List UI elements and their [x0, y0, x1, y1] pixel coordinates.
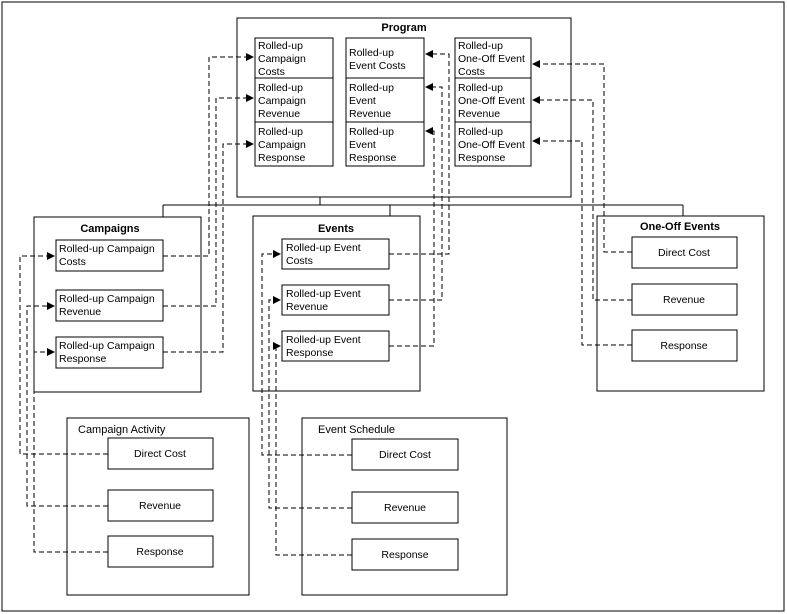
arrow-schedule-response: [273, 342, 352, 556]
program-cell-label: Response: [458, 152, 505, 164]
events-item-label: Response: [286, 347, 333, 359]
arrow-activity-revenue: [26, 302, 108, 507]
campaigns-item-costs: Rolled-up Campaign Costs: [55, 239, 164, 272]
program-cell-label: Revenue: [349, 108, 391, 120]
program-cell-label: Rolled-up: [258, 82, 303, 94]
arrow-campaign-revenue: [163, 94, 254, 307]
events-item-revenue: Rolled-up Event Revenue: [281, 284, 390, 316]
program-cell-label: Rolled-up: [458, 82, 503, 94]
arrow-activity-response: [33, 348, 108, 553]
campaign-activity-item-label: Revenue: [139, 500, 181, 512]
campaign-activity-item-label: Response: [136, 546, 183, 558]
program-cell-label: Campaign: [258, 95, 306, 107]
campaigns-item-response: Rolled-up Campaign Response: [55, 336, 164, 369]
program-cell-oneoff-costs: Rolled-up One-Off Event Costs: [454, 37, 532, 79]
events-item-label: Costs: [286, 255, 313, 267]
arrow-oneoff-costs: [532, 60, 632, 253]
arrow-oneoff-response: [532, 137, 632, 346]
campaigns-item-label: Rolled-up Campaign: [59, 340, 155, 352]
program-cell-label: Rolled-up: [349, 47, 394, 59]
event-schedule-item-label: Revenue: [384, 502, 426, 514]
arrow-campaign-costs: [163, 53, 254, 257]
program-cell-label: Revenue: [258, 108, 300, 120]
program-cell-label: Revenue: [458, 108, 500, 120]
events-item-response: Rolled-up Event Response: [281, 330, 390, 362]
program-cell-label: One-Off Event: [458, 139, 525, 151]
program-cell-label: Rolled-up: [258, 40, 303, 52]
program-cell-label: Costs: [258, 66, 285, 78]
oneoff-item-revenue: Revenue: [631, 283, 738, 316]
program-cell-campaign-costs: Rolled-up Campaign Costs: [254, 37, 334, 79]
events-item-label: Revenue: [286, 301, 328, 313]
campaigns-title: Campaigns: [80, 223, 139, 235]
campaigns-item-revenue: Rolled-up Campaign Revenue: [55, 289, 164, 322]
campaign-activity-title: Campaign Activity: [78, 424, 166, 436]
oneoff-item-label: Response: [660, 340, 707, 352]
oneoff-item-direct-cost: Direct Cost: [631, 236, 738, 269]
hierarchy-connectors: [162, 197, 684, 217]
oneoff-item-label: Revenue: [663, 294, 705, 306]
arrow-event-response: [389, 127, 435, 347]
program-cell-label: Rolled-up: [458, 126, 503, 138]
program-cell-campaign-revenue: Rolled-up Campaign Revenue: [254, 77, 334, 123]
oneoff-item-response: Response: [631, 329, 738, 362]
program-cell-label: Event: [349, 95, 376, 107]
events-item-costs: Rolled-up Event Costs: [281, 238, 390, 270]
arrow-event-revenue: [389, 83, 443, 301]
campaign-activity-item-revenue: Revenue: [107, 489, 214, 522]
program-cell-label: Response: [258, 152, 305, 164]
program-cell-oneoff-revenue: Rolled-up One-Off Event Revenue: [454, 77, 532, 123]
events-item-label: Rolled-up Event: [286, 288, 361, 300]
oneoff-title: One-Off Events: [640, 221, 720, 233]
program-cell-campaign-response: Rolled-up Campaign Response: [254, 121, 334, 167]
campaign-activity-item-response: Response: [107, 535, 214, 568]
program-cell-label: Event: [349, 139, 376, 151]
program-cell-label: One-Off Event: [458, 95, 525, 107]
events-item-label: Rolled-up Event: [286, 242, 361, 254]
program-cell-event-costs: Rolled-up Event Costs: [345, 37, 425, 79]
event-schedule-item-label: Direct Cost: [379, 449, 431, 461]
campaigns-item-label: Response: [59, 353, 106, 365]
campaigns-item-label: Revenue: [59, 306, 101, 318]
program-cell-label: Rolled-up: [458, 40, 503, 52]
campaigns-item-label: Costs: [59, 256, 86, 268]
event-schedule-item-revenue: Revenue: [351, 491, 459, 524]
arrow-event-costs: [389, 50, 450, 255]
program-title: Program: [381, 22, 426, 34]
program-cell-label: Rolled-up: [349, 82, 394, 94]
events-title: Events: [318, 223, 354, 235]
campaigns-item-label: Rolled-up Campaign: [59, 293, 155, 305]
campaign-activity-item-label: Direct Cost: [134, 448, 186, 460]
event-schedule-item-response: Response: [351, 538, 459, 571]
program-cell-event-response: Rolled-up Event Response: [345, 121, 425, 167]
arrow-activity-direct-cost: [19, 252, 108, 455]
program-cell-label: One-Off Event: [458, 53, 525, 65]
arrow-schedule-direct-cost: [261, 250, 352, 456]
program-cell-label: Costs: [458, 66, 485, 78]
campaigns-item-label: Rolled-up Campaign: [59, 243, 155, 255]
program-cell-label: Response: [349, 152, 396, 164]
campaign-activity-item-direct-cost: Direct Cost: [107, 437, 214, 470]
program-cell-label: Rolled-up: [258, 126, 303, 138]
arrow-oneoff-revenue: [532, 96, 632, 301]
event-schedule-item-label: Response: [381, 549, 428, 561]
program-cell-event-revenue: Rolled-up Event Revenue: [345, 77, 425, 123]
event-schedule-item-direct-cost: Direct Cost: [351, 438, 459, 471]
arrow-schedule-revenue: [268, 296, 352, 509]
arrow-campaign-response: [163, 140, 254, 353]
program-cell-label: Campaign: [258, 139, 306, 151]
program-cell-label: Rolled-up: [349, 126, 394, 138]
event-schedule-title: Event Schedule: [318, 424, 395, 436]
program-cell-oneoff-response: Rolled-up One-Off Event Response: [454, 121, 532, 167]
program-cell-label: Campaign: [258, 53, 306, 65]
oneoff-item-label: Direct Cost: [658, 247, 710, 259]
program-cell-label: Event Costs: [349, 60, 406, 72]
events-item-label: Rolled-up Event: [286, 334, 361, 346]
